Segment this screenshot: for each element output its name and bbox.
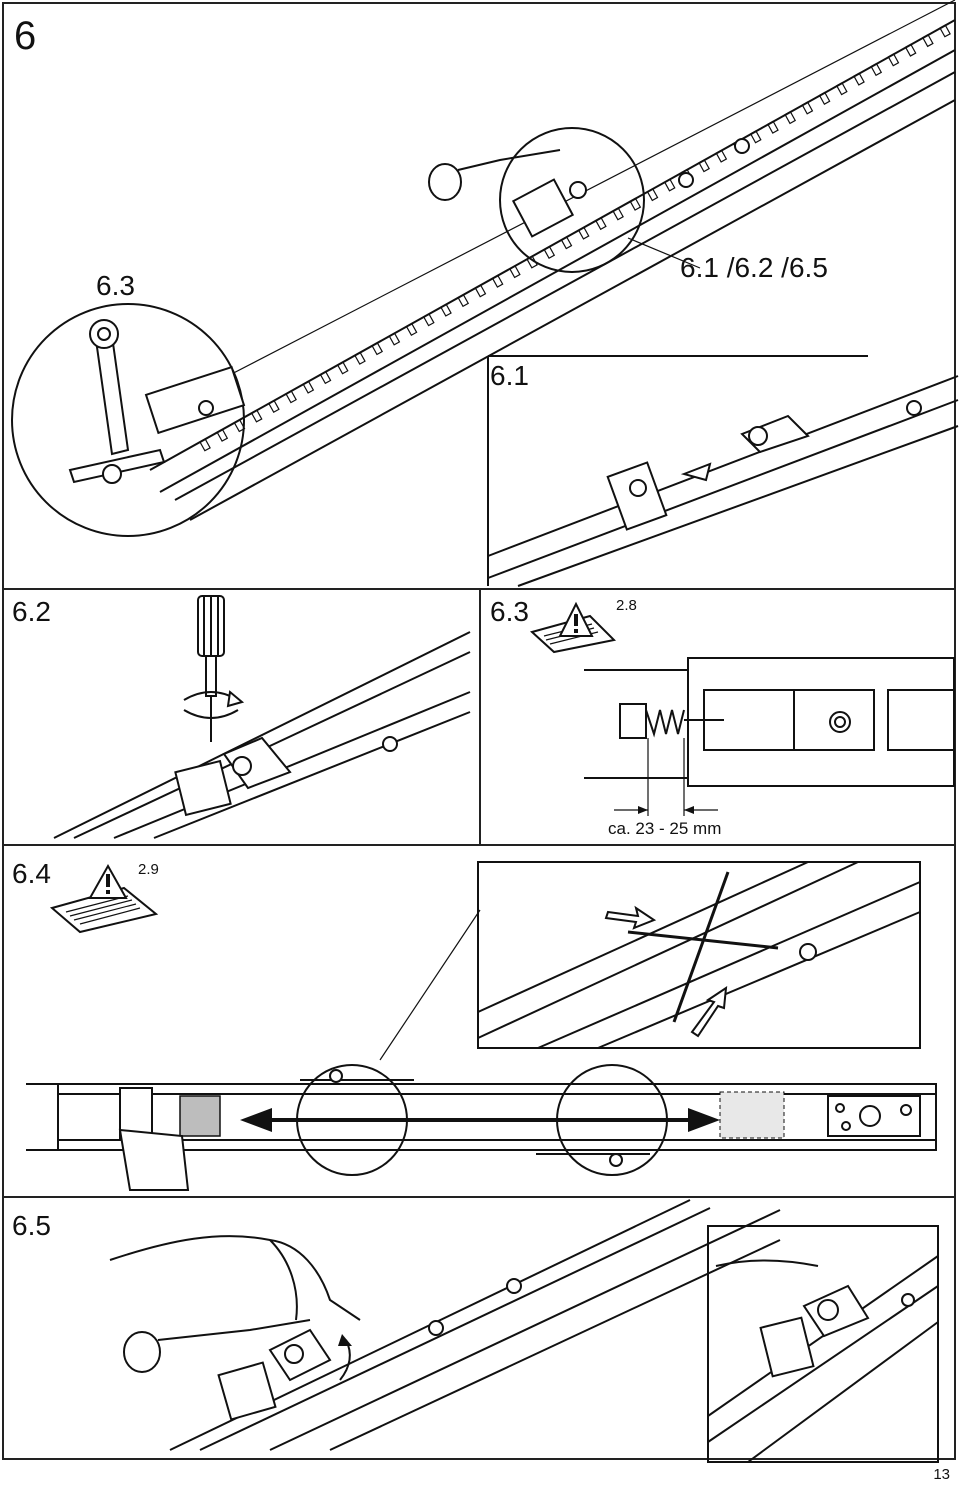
label-6-4: 6.4 xyxy=(12,858,51,889)
rack-tooth xyxy=(560,236,573,250)
fig-6-3-drawing xyxy=(584,657,955,816)
rack-tooth xyxy=(749,130,762,144)
page-frame xyxy=(2,2,956,1460)
rack-tooth xyxy=(319,370,332,385)
rack-tooth xyxy=(268,399,280,414)
rack-tooth xyxy=(818,91,831,105)
ref-2-9: 2.9 xyxy=(138,861,159,878)
rack-tooth xyxy=(457,293,470,308)
dimension-label: ca. 23 - 25 mm xyxy=(608,819,722,838)
page-number: 13 xyxy=(933,1466,950,1483)
rack-tooth xyxy=(285,390,297,404)
rack-tooth xyxy=(354,351,366,365)
divider-row-2 xyxy=(2,844,956,846)
fig-6-4-rail-drawing xyxy=(26,909,937,1191)
rack-tooth xyxy=(388,332,401,346)
label-6-5: 6.5 xyxy=(12,1210,51,1241)
rack-tooth xyxy=(199,438,211,452)
rack-tooth xyxy=(801,101,814,115)
label-6-1: 6.1 xyxy=(490,360,529,391)
warning-triangle-icon xyxy=(529,601,617,654)
rack-tooth xyxy=(939,24,951,38)
rack-tooth xyxy=(887,53,900,67)
rack-tooth xyxy=(767,120,779,134)
label-6-2: 6.2 xyxy=(12,596,51,627)
rail-overview-drawing xyxy=(11,0,956,537)
rack-tooth xyxy=(422,313,435,327)
rack-tooth xyxy=(904,43,917,57)
ref-2-8: 2.8 xyxy=(616,597,637,614)
rack-tooth xyxy=(629,197,642,211)
rack-tooth xyxy=(405,322,418,337)
fig-6-2-drawing xyxy=(53,595,471,839)
rack-tooth xyxy=(577,226,590,240)
fig-6-4-inset-box xyxy=(477,861,921,1049)
rack-tooth xyxy=(870,62,883,77)
rack-tooth xyxy=(594,216,607,231)
rack-tooth xyxy=(698,159,710,173)
rack-tooth xyxy=(302,380,315,394)
rack-tooth xyxy=(250,409,263,423)
rack-tooth xyxy=(371,341,384,356)
rack-tooth xyxy=(921,33,934,48)
rack-tooth xyxy=(612,207,624,221)
rack-tooth xyxy=(853,72,865,86)
rack-tooth xyxy=(663,178,676,192)
rack-tooth xyxy=(508,264,521,279)
rack-tooth xyxy=(784,110,797,125)
label-callout-6-1-6-2-6-5: 6.1 /6.2 /6.5 xyxy=(680,252,828,283)
rack-tooth xyxy=(440,303,452,317)
label-6-3-top: 6.3 xyxy=(96,270,135,301)
rack-tooth xyxy=(646,187,659,202)
fig-6-5-inset-box xyxy=(707,1225,939,1463)
inset-6-1-box xyxy=(487,355,959,587)
rack-tooth xyxy=(336,361,349,375)
rack-tooth xyxy=(543,245,556,260)
divider-row-3 xyxy=(2,1196,956,1198)
fig-6-5-drawing xyxy=(109,1199,781,1451)
rack-tooth xyxy=(474,284,487,298)
rack-tooth xyxy=(233,419,246,433)
rack-tooth xyxy=(835,82,848,96)
divider-col-6-2 xyxy=(479,588,481,844)
manual-booklet-icon xyxy=(49,863,159,934)
label-6-3: 6.3 xyxy=(490,596,529,627)
section-number: 6 xyxy=(14,14,37,58)
rack-tooth xyxy=(491,274,504,288)
rack-tooth xyxy=(715,149,728,163)
rack-tooth xyxy=(216,428,229,442)
